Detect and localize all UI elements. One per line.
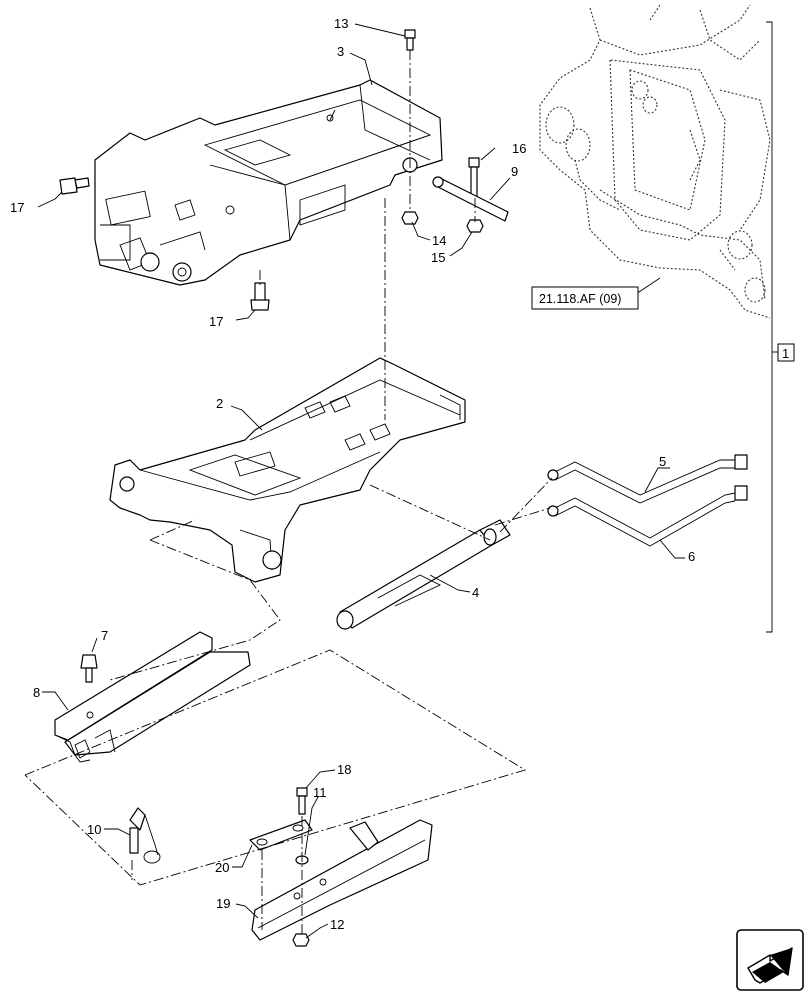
leader-lines [37, 23, 685, 939]
part-5-hose [547, 454, 748, 504]
callout-1-box: 1 [777, 343, 795, 362]
part-12-nut [292, 933, 310, 947]
callout-15: 15 [431, 250, 445, 265]
part-13-bolt [404, 29, 416, 51]
part-3-hitch-carriage [94, 79, 443, 286]
callout-9: 9 [511, 164, 518, 179]
callout-13: 13 [334, 16, 348, 31]
callout-12: 12 [330, 917, 344, 932]
callout-20: 20 [215, 860, 229, 875]
part-10-lynch-pin [129, 807, 161, 864]
part-6-hose [547, 485, 748, 547]
callout-1: 1 [782, 346, 789, 361]
callout-10: 10 [87, 822, 101, 837]
tractor-rear-frame [539, 4, 771, 319]
callout-11: 11 [313, 785, 327, 800]
callout-18: 18 [337, 762, 351, 777]
callout-6: 6 [688, 549, 695, 564]
assembly-bracket [766, 21, 778, 633]
part-20-plate [249, 819, 313, 851]
part-9-pin [432, 176, 509, 222]
callout-5: 5 [659, 454, 666, 469]
part-4-hydraulic-cylinder [336, 519, 511, 630]
part-2-guide-frame [109, 357, 466, 583]
part-14-nut [401, 211, 419, 225]
part-7-bolt [80, 654, 98, 683]
assembly-centerlines [24, 50, 553, 934]
reference-link-text[interactable]: 21.118.AF (09) [539, 292, 621, 306]
callout-3: 3 [337, 44, 344, 59]
part-18-bolt [296, 787, 308, 815]
callout-2: 2 [216, 396, 223, 411]
next-page-arrow-icon[interactable] [736, 929, 804, 991]
part-16-bolt [468, 157, 480, 199]
callout-16: 16 [512, 141, 526, 156]
callout-14: 14 [432, 233, 446, 248]
callout-labels: 13 3 16 9 17 14 15 17 2 5 6 4 7 8 18 11 … [10, 16, 695, 932]
part-17-bolt-upper [59, 177, 90, 195]
callout-8: 8 [33, 685, 40, 700]
part-8-drawbar-guide [54, 631, 251, 763]
part-17-bolt-lower [250, 282, 270, 311]
callout-17-lower: 17 [209, 314, 223, 329]
part-19-drawbar [251, 819, 433, 941]
callout-7: 7 [101, 628, 108, 643]
callout-4: 4 [472, 585, 479, 600]
callout-19: 19 [216, 896, 230, 911]
reference-link-box[interactable]: 21.118.AF (09) [531, 286, 639, 310]
callout-17-upper: 17 [10, 200, 24, 215]
part-15-nut [466, 219, 484, 233]
